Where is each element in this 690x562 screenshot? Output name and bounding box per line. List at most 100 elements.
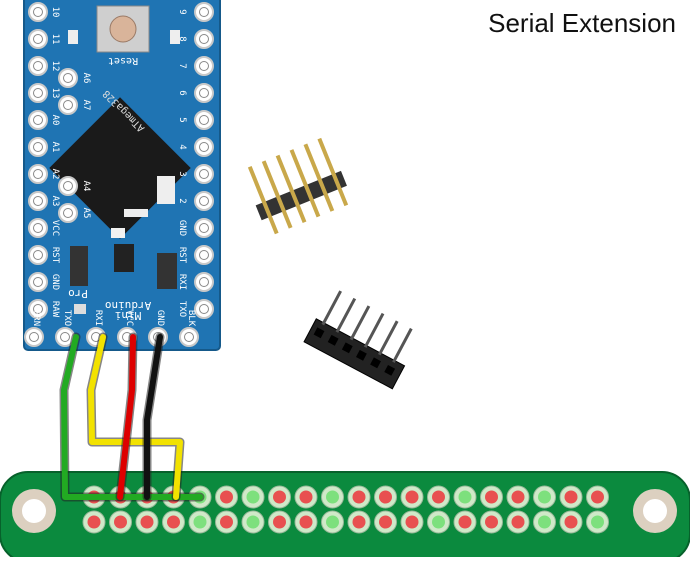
male-header-pin: [317, 137, 349, 207]
pin-bottom-txo-label: TXO: [62, 310, 72, 326]
pin-right-2-label: 2: [177, 198, 187, 203]
gpio-pin: [321, 510, 344, 534]
female-header-socket: [384, 327, 413, 376]
pin-right-5: 5: [177, 110, 214, 130]
pin-left-a1-label: A1: [50, 142, 60, 153]
female-header-socket: [313, 290, 342, 339]
wire-black: [142, 332, 165, 502]
board-name-pro: Pro: [68, 287, 88, 300]
female-header-socket: [341, 305, 371, 354]
gpio-pin: [480, 485, 503, 509]
gpio-header-board: [0, 471, 690, 562]
pin-left-12: 12: [28, 56, 60, 76]
gpio-pin: [268, 485, 291, 509]
pin-left-a1: A1: [28, 137, 60, 157]
female-pin-header: [303, 290, 413, 390]
pin-right-6-label: 6: [177, 90, 187, 95]
gpio-pin: [533, 510, 556, 534]
pin-left-gnd: GND: [28, 272, 60, 292]
pin-left-gnd-label: GND: [50, 274, 60, 290]
pin-right-rxi-label: RXI: [177, 274, 187, 290]
board-name-mini: Mini: [115, 309, 142, 322]
board-name-arduino: Arduino: [105, 299, 151, 312]
male-header-pin: [303, 143, 335, 212]
gpio-pin: [586, 485, 609, 509]
gpio-pin: [215, 485, 238, 509]
pin-inner-a6: A6: [58, 68, 91, 88]
pin-left-a0-label: A0: [50, 115, 60, 126]
female-header-socket: [356, 312, 385, 361]
female-header-socket: [327, 297, 357, 346]
pin-left-10-label: 10: [50, 7, 60, 18]
pin-right-rxi: RXI: [177, 272, 214, 292]
gpio-pin: [321, 485, 344, 509]
reset-label: Reset: [108, 55, 138, 66]
pin-right-3: 3: [177, 164, 214, 184]
male-header-pin: [289, 149, 321, 218]
pin-right-5-label: 5: [177, 117, 187, 122]
pin-right-rst-label: RST: [177, 247, 187, 264]
board-pins: 10111213A0A1A2A3VCCRSTGNDRAW98765432GNDR…: [24, 2, 214, 347]
pin-left-a0: A0: [28, 110, 60, 130]
gpio-pin: [586, 510, 609, 534]
gpio-pin: [480, 510, 503, 534]
pin-inner-a4-label: A4: [81, 181, 91, 192]
pin-left-rst-label: RST: [50, 247, 60, 264]
pin-right-4: 4: [177, 137, 214, 157]
pin-left-13-label: 13: [50, 88, 60, 99]
gpio-pin: [559, 510, 583, 534]
pin-left-10: 10: [28, 2, 60, 22]
wire-red: [115, 332, 138, 502]
arduino-pro-mini-board: Reset ATmega328 Arduino Mini Pro 1011121…: [23, 0, 221, 351]
gpio-pin: [559, 485, 583, 509]
gpio-pin: [162, 510, 185, 534]
pin-bottom-txo: TXO: [55, 310, 75, 347]
gpio-pin: [453, 485, 477, 509]
pin-right-8: 8: [177, 29, 214, 49]
pin-inner-a6-label: A6: [81, 73, 91, 84]
male-pin-header: [247, 137, 349, 235]
gpio-pin: [188, 510, 212, 534]
gpio-pin: [427, 485, 450, 509]
pin-bottom-grn-label: GRN: [31, 310, 41, 326]
pin-bottom-grn: GRN: [24, 310, 44, 347]
pin-right-9-label: 9: [177, 9, 187, 14]
pin-inner-a7: A7: [58, 95, 91, 115]
gpio-pin: [241, 510, 265, 534]
pin-inner-a5-label: A5: [81, 208, 91, 219]
pin-right-7: 7: [177, 56, 214, 76]
pin-left-a3-label: A3: [50, 196, 60, 207]
pin-bottom-blk: BLK: [179, 310, 199, 347]
pin-bottom-vcc-label: VCC: [124, 310, 134, 326]
gpio-pin: [82, 510, 106, 534]
pin-inner-a5: A5: [58, 203, 91, 223]
pin-right-txo-label: TXO: [177, 301, 187, 317]
pin-left-a2: A2: [28, 164, 60, 184]
gpio-pin: [268, 510, 291, 534]
pin-right-gnd-label: GND: [177, 220, 187, 236]
pin-left-11-label: 11: [50, 34, 60, 45]
pin-bottom-gnd-label: GND: [155, 310, 165, 326]
pin-bottom-rxi-label: RXI: [93, 310, 103, 326]
pin-right-7-label: 7: [177, 63, 187, 68]
pin-left-rst: RST: [28, 245, 60, 265]
pin-right-4-label: 4: [177, 144, 187, 149]
pin-right-gnd: GND: [177, 218, 214, 238]
male-header-pin: [247, 166, 279, 235]
diagram-title: Serial Extension: [488, 8, 676, 38]
gpio-pin: [427, 510, 450, 534]
pin-right-6: 6: [177, 83, 214, 103]
pin-right-9: 9: [177, 2, 214, 22]
gpio-pin: [347, 485, 371, 509]
gpio-pin: [506, 510, 530, 534]
male-header-pin: [275, 154, 307, 224]
pin-left-vcc: VCC: [28, 218, 60, 238]
wire-green: [59, 332, 205, 502]
pin-left-13: 13: [28, 83, 60, 103]
gpio-pin: [294, 485, 318, 509]
gpio-pin: [374, 485, 397, 509]
pin-right-8-label: 8: [177, 36, 187, 41]
gpio-pin: [294, 510, 318, 534]
